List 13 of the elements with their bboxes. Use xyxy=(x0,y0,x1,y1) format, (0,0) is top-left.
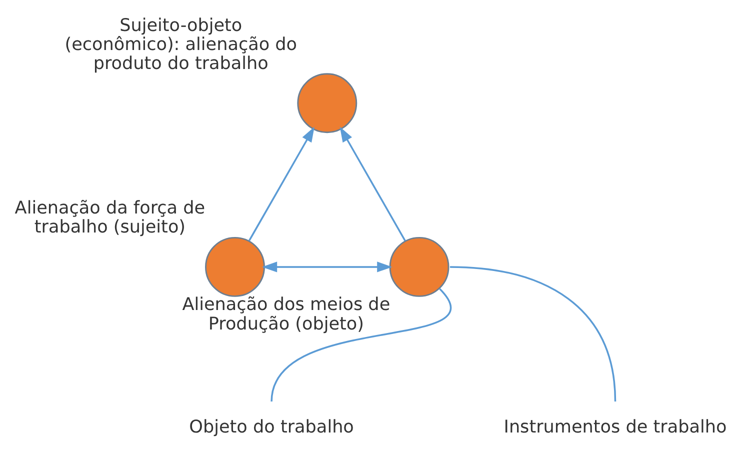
arrow xyxy=(340,126,406,241)
node-text: Instrumentos de trabalho xyxy=(504,416,727,437)
node-text: Objeto do trabalho xyxy=(189,416,354,437)
node-circle xyxy=(205,236,265,296)
connector xyxy=(450,266,616,402)
node-label: Sujeito-objeto (econômico): alienação do produto do trabalho xyxy=(64,15,298,74)
node-label: Alienação da força de trabalho (sujeito) xyxy=(14,198,206,238)
arrow xyxy=(262,261,392,272)
arrow xyxy=(248,126,314,241)
node-circle xyxy=(297,72,358,133)
node-label: Alienação dos meios de Produção (objeto) xyxy=(182,294,390,334)
connector xyxy=(270,288,451,402)
node-circle xyxy=(389,236,450,296)
